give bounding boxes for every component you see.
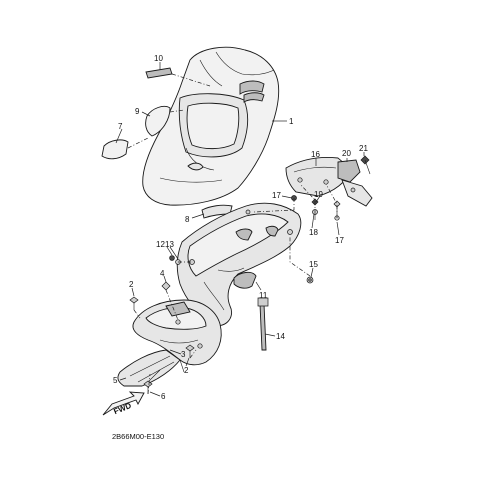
callout-7: 7 — [118, 122, 123, 131]
hardware-fasteners — [129, 195, 341, 394]
callout-9: 9 — [135, 107, 140, 116]
diagram-code: 2B66M00-E130 — [112, 432, 165, 441]
front-cowl — [142, 46, 280, 206]
leader-lines — [115, 62, 365, 397]
callout-6: 6 — [161, 392, 166, 401]
callout-11: 11 — [259, 291, 268, 300]
callout-numbers: 1 2 2 3 4 5 6 7 8 9 10 11 12 13 14 15 16… — [113, 54, 368, 401]
callout-3: 3 — [181, 350, 186, 359]
callout-14: 14 — [276, 332, 285, 341]
rear-bracket — [285, 155, 373, 207]
callout-4: 4 — [160, 269, 165, 278]
callout-1: 1 — [289, 117, 294, 126]
callout-2-upper: 2 — [129, 280, 134, 289]
callout-18: 18 — [309, 228, 318, 237]
callout-16: 16 — [311, 150, 320, 159]
part-7-decal — [101, 139, 129, 160]
callout-20: 20 — [342, 149, 351, 158]
callout-10: 10 — [154, 54, 163, 63]
fwd-arrow: FWD — [102, 391, 145, 416]
callout-17-lower: 17 — [335, 236, 344, 245]
assembly-lines — [127, 73, 338, 395]
callout-13: 13 — [165, 240, 174, 249]
callout-17-upper: 17 — [272, 191, 281, 200]
lower-fender — [132, 299, 222, 373]
callout-2-lower: 2 — [184, 366, 189, 375]
cable-tie — [257, 297, 269, 351]
inner-fender-panel — [176, 202, 302, 326]
callout-19: 19 — [314, 190, 323, 199]
callout-8: 8 — [185, 215, 190, 224]
part-10-strip — [145, 67, 173, 79]
callout-12: 12 — [156, 240, 165, 249]
callout-21: 21 — [359, 144, 368, 153]
callout-5: 5 — [113, 376, 118, 385]
stay-bracket — [117, 349, 181, 387]
part-9-lens — [145, 105, 171, 137]
callout-15: 15 — [309, 260, 318, 269]
